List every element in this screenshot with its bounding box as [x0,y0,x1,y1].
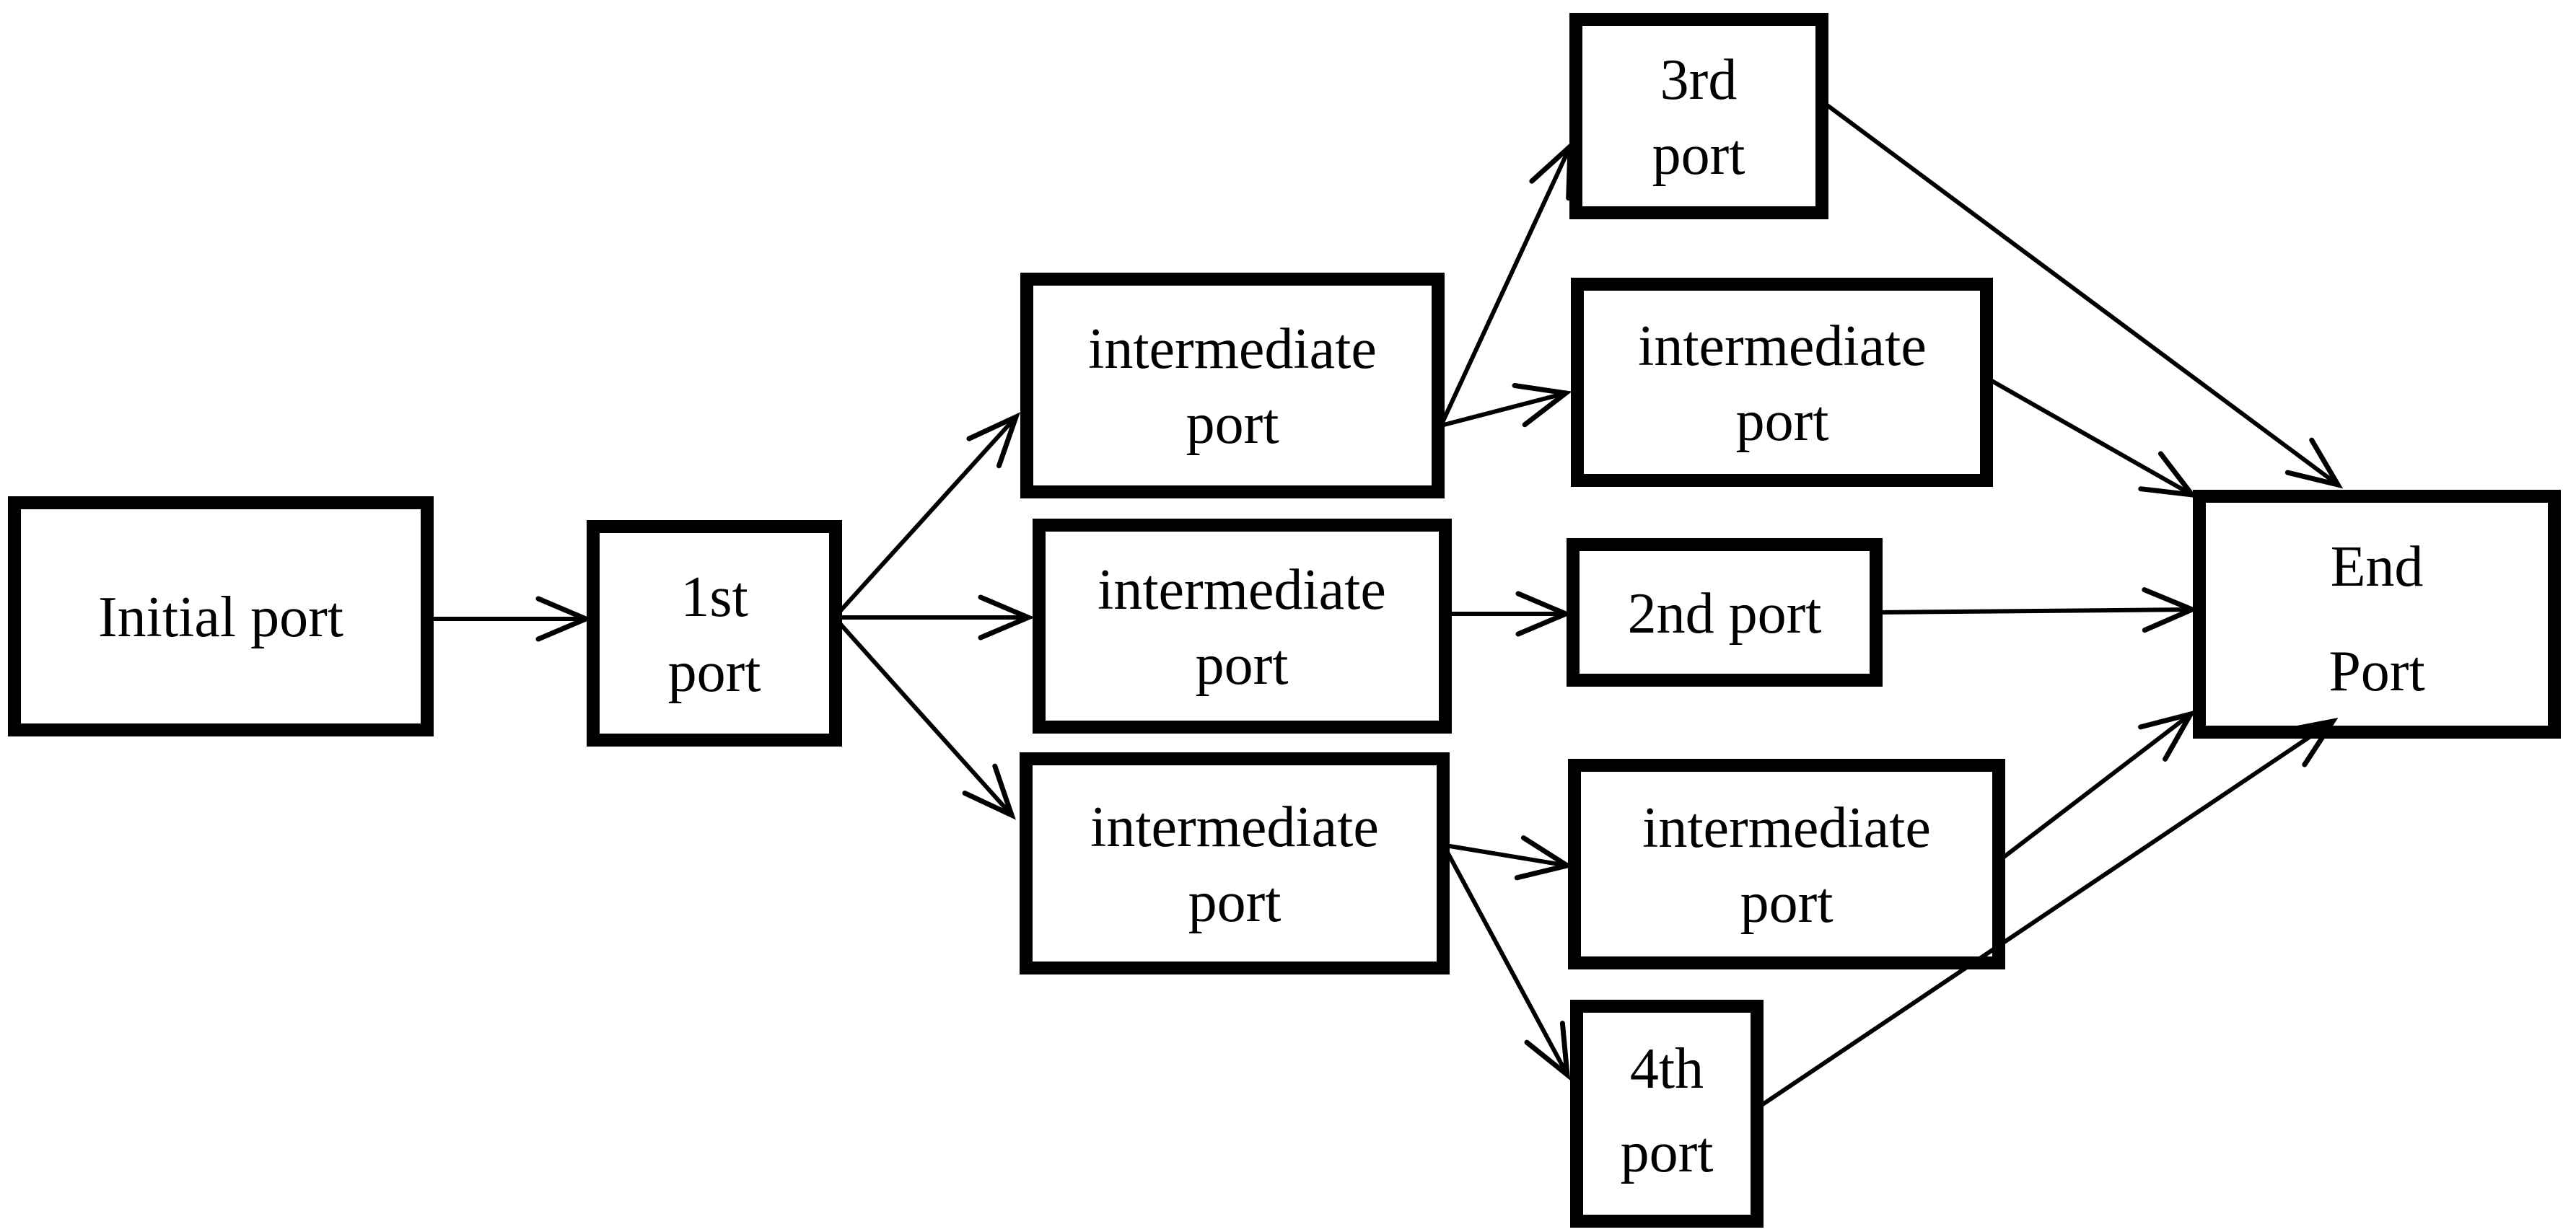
edge-intermediate-a-to-intermediate-b [1440,383,1572,428]
node-initial-port-label: Initial port [98,586,343,649]
edge-intermediate-d-to-fourth [1443,847,1571,1081]
node-intermediate-a-box [1020,273,1445,498]
node-fourth-port-label-line2: port [1621,1121,1714,1184]
node-second-port-box [1567,538,1883,687]
node-first-port-label-line2: port [668,641,761,704]
node-intermediate-e-label-line2: port [1740,871,1834,935]
node-fourth-port-box [1570,1000,1764,1228]
node-intermediate-c-label-line1: intermediate [1098,558,1386,622]
edge-intermediate-b-to-end [1986,377,2198,498]
edge-intermediate-e-to-end [1999,710,2196,862]
node-intermediate-c-label-line2: port [1196,633,1289,697]
node-intermediate-d-label-line2: port [1188,871,1282,934]
node-third-port-label-line2: port [1652,123,1745,187]
node-intermediate-c-box [1033,519,1452,734]
node-intermediate-b-label-line1: intermediate [1638,314,1927,378]
node-intermediate-b-box [1571,278,1993,487]
node-initial-port-box [8,496,434,736]
node-intermediate-d-label-line1: intermediate [1090,796,1379,859]
node-fourth-port-label-line1: 4th [1630,1037,1704,1101]
node-end-port-box [2193,490,2561,739]
node-intermediate-e-label-line1: intermediate [1642,796,1931,860]
edge-third-to-end [1822,100,2344,489]
edge-second-to-end [1877,587,2199,633]
node-third-port-label-line1: 3rd [1660,48,1738,112]
node-intermediate-b-label-line2: port [1736,390,1829,453]
node-intermediate-d-box [1020,752,1450,974]
edge-fourth-to-end [1757,718,2339,1109]
edge-first-to-intermediate-d [835,618,1016,820]
node-end-port-label-line2: Port [2329,640,2424,703]
node-intermediate-a-label-line1: intermediate [1088,317,1377,381]
node-intermediate-a-label-line2: port [1186,392,1279,456]
edge-first-to-intermediate-a [835,412,1021,617]
node-intermediate-e-box [1568,759,2005,969]
node-first-port-box [587,520,842,747]
node-third-port-box [1569,13,1828,219]
node-second-port-label: 2nd port [1628,582,1822,646]
node-first-port-label-line1: 1st [680,566,748,629]
edge-intermediate-d-to-intermediate-e [1445,835,1574,881]
node-end-port-label-line1: End [2331,535,2424,599]
edge-intermediate-a-to-third [1439,140,1573,427]
